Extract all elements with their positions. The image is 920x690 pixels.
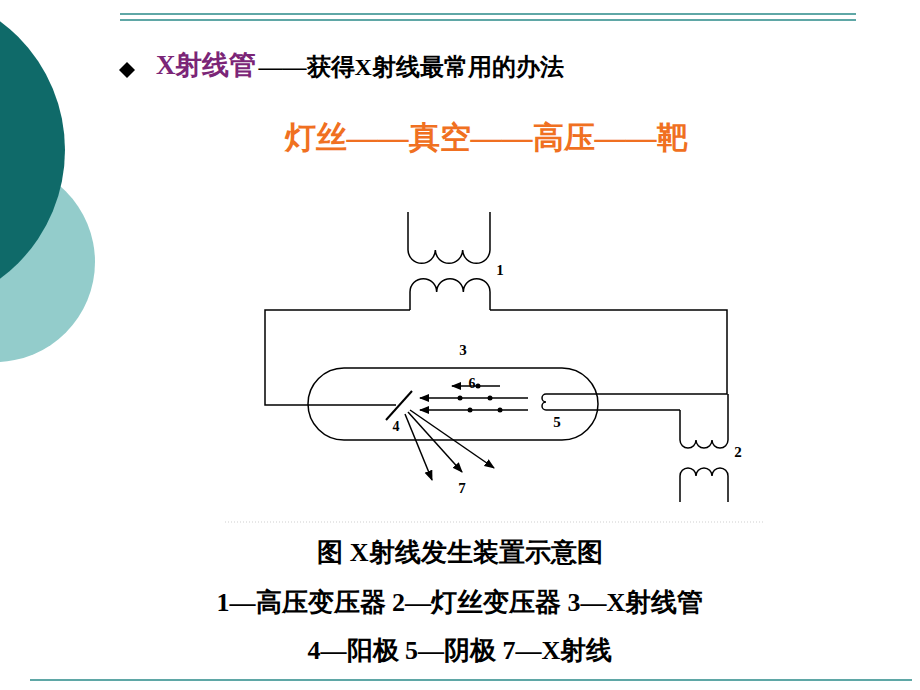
callout-number: 6	[469, 376, 476, 392]
top-rule	[120, 13, 856, 15]
slide-title: X射线管	[156, 50, 257, 81]
electron-arrow	[420, 397, 528, 399]
callout-number: 3	[459, 342, 467, 359]
cathode-filament	[542, 394, 552, 410]
separator	[225, 522, 765, 523]
transformer-primary	[408, 212, 490, 263]
callout-number: 7	[458, 480, 466, 497]
callout-number: 4	[393, 419, 400, 435]
electron-arrow	[420, 409, 528, 411]
callout-number: 2	[734, 444, 742, 461]
x-ray-tube	[308, 368, 598, 440]
callout-number: 5	[553, 414, 561, 431]
decor-circle	[0, 0, 65, 310]
wire	[265, 310, 410, 405]
bottom-rule	[30, 679, 912, 681]
top-rule	[120, 19, 856, 21]
bullet-diamond	[119, 62, 135, 78]
anode	[386, 391, 412, 420]
wire	[490, 310, 727, 394]
wire	[552, 409, 680, 411]
legend-line: 1—高压变压器 2—灯丝变压器 3—X射线管	[217, 588, 704, 618]
key-points: 灯丝——真空——高压——靶	[285, 120, 688, 156]
transformer-secondary	[410, 279, 490, 310]
legend-line: 4—阳极 5—阴极 7—X射线	[308, 636, 613, 666]
x-ray-arrow	[410, 410, 494, 468]
figure-caption: 图 X射线发生装置示意图	[317, 538, 602, 568]
filament-transformer-primary	[680, 394, 728, 448]
x-ray-arrow	[408, 412, 462, 472]
slide-subtitle: ——获得X射线最常用的办法	[259, 54, 564, 82]
filament-transformer-secondary	[680, 468, 728, 502]
callout-number: 1	[496, 262, 504, 279]
